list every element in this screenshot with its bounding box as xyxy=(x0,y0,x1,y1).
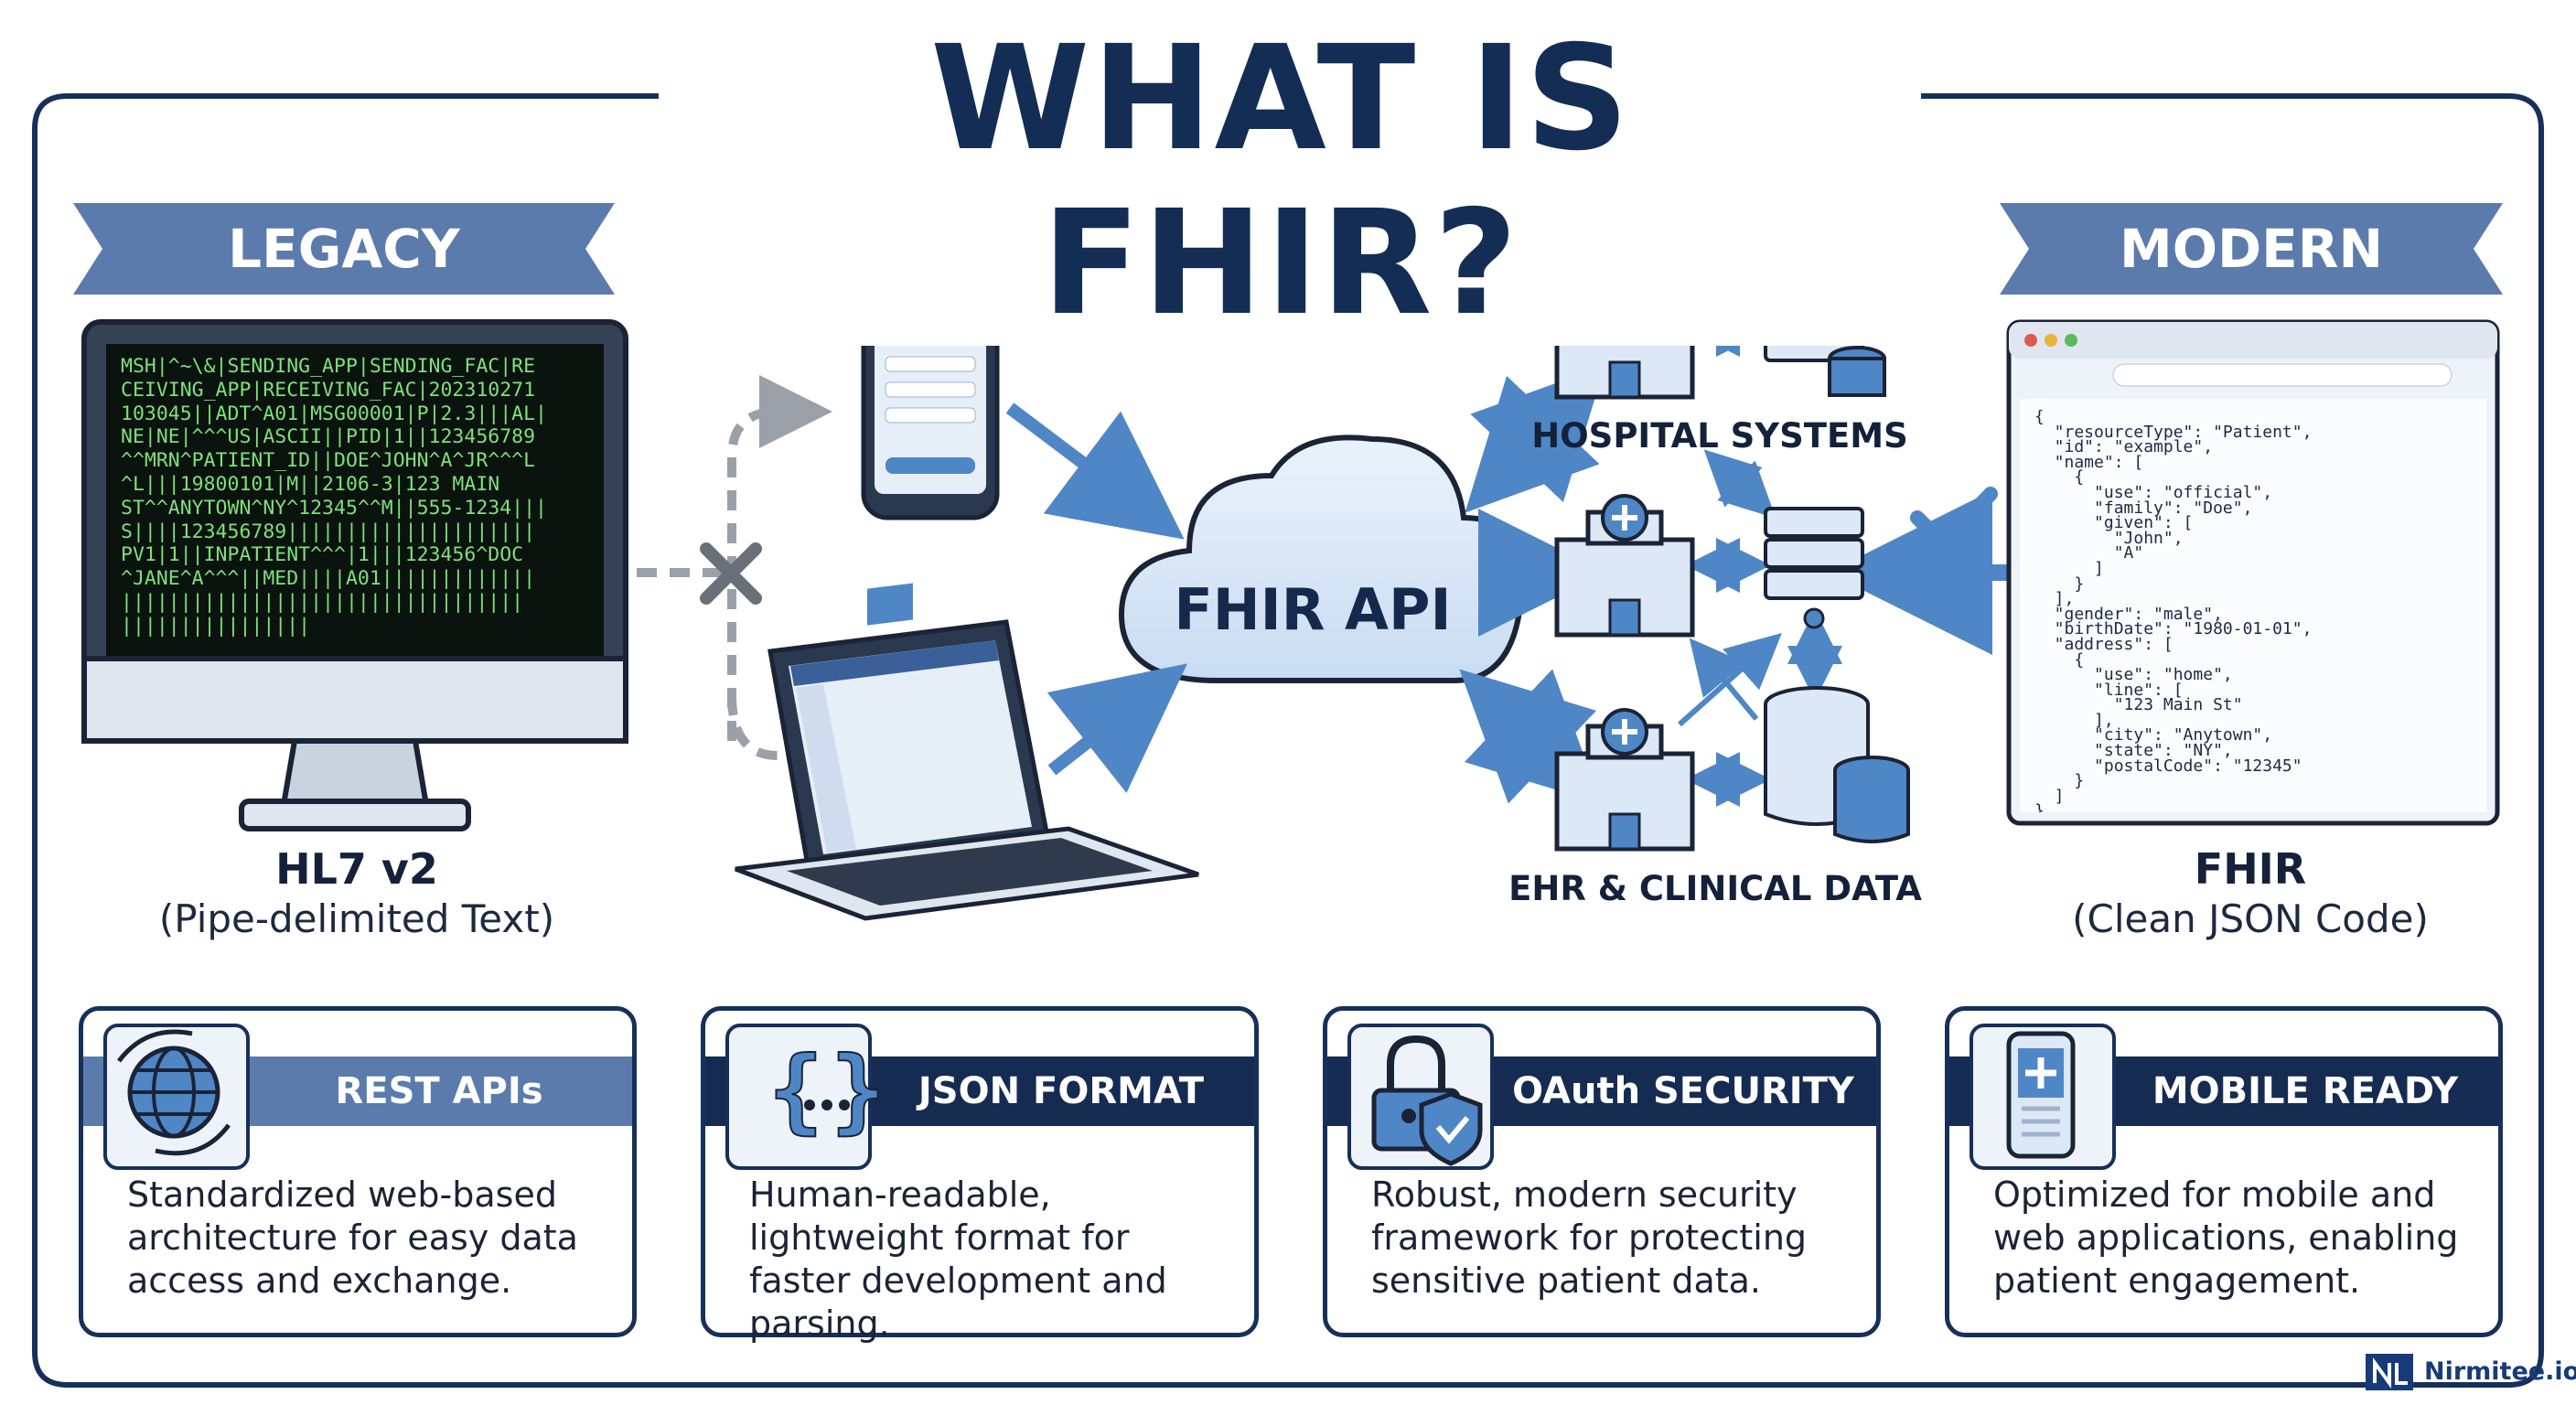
modern-ribbon-label: MODERN xyxy=(2120,218,2383,280)
feature-card-json: JSON FORMAT Human-readable, lightweight … xyxy=(701,1006,1259,1344)
card-description: Robust, modern security framework for pr… xyxy=(1371,1174,1808,1301)
legacy-caption-subtitle: (Pipe-delimited Text) xyxy=(158,896,555,941)
hospital-icon xyxy=(1554,708,1695,852)
cloud-label: FHIR API xyxy=(1174,576,1452,643)
card-description: Standardized web-based architecture for … xyxy=(127,1174,578,1301)
card-description: Human-readable, lightweight format for f… xyxy=(749,1174,1167,1344)
json-code-block: { "resourceType": "Patient", "id": "exam… xyxy=(2034,410,2313,812)
legacy-caption: HL7 v2 (Pipe-delimited Text) xyxy=(82,843,631,944)
legacy-ribbon xyxy=(73,203,615,295)
legacy-caption-title: HL7 v2 xyxy=(275,844,438,894)
card-icon-box xyxy=(103,1024,250,1170)
card-icon-box xyxy=(725,1024,872,1170)
feature-card-rest: REST APIs Standardized web-based archite… xyxy=(79,1006,637,1337)
card-icon-box xyxy=(1970,1024,2116,1170)
card-title: OAuth SECURITY xyxy=(1512,1070,1854,1112)
feature-card-oauth: OAuth SECURITY Robust, modern security f… xyxy=(1323,1006,1881,1337)
card-icon-box xyxy=(1347,1024,1494,1170)
card-title: JSON FORMAT xyxy=(918,1070,1205,1112)
page-title: WHAT IS FHIR? xyxy=(668,16,1894,346)
brand-logo-mark xyxy=(2366,1354,2413,1390)
modern-browser-window xyxy=(2006,319,2500,826)
fhir-api-cloud xyxy=(1118,434,1526,683)
modern-caption-title: FHIR xyxy=(2194,844,2307,894)
card-title: REST APIs xyxy=(335,1070,543,1112)
hospital-icon xyxy=(1554,494,1695,638)
hl7-code-block: MSH|^~\&|SENDING_APP|SENDING_FAC|RE CEIV… xyxy=(121,355,547,638)
card-description: Optimized for mobile and web application… xyxy=(1993,1174,2459,1301)
legacy-ribbon-label: LEGACY xyxy=(228,218,460,280)
legacy-monitor-illustration xyxy=(81,319,628,831)
card-title: MOBILE READY xyxy=(2152,1070,2459,1112)
server-stack-icon xyxy=(1764,507,1864,629)
hospital-systems-label: HOSPITAL SYSTEMS xyxy=(1531,416,1908,456)
modern-caption-subtitle: (Clean JSON Code) xyxy=(2072,896,2429,941)
outer-frame xyxy=(32,93,2544,1388)
blocked-legacy-connector xyxy=(637,375,832,760)
modern-caption: FHIR (Clean JSON Code) xyxy=(1967,843,2534,944)
modern-ribbon xyxy=(2000,203,2503,295)
brand-name[interactable]: Nirmitee.io xyxy=(2424,1357,2576,1386)
flow-arrows xyxy=(1005,302,2011,807)
feature-card-mobile: MOBILE READY Optimized for mobile and we… xyxy=(1945,1006,2503,1337)
check-icon xyxy=(1910,487,1998,551)
ehr-clinical-data-label: EHR & CLINICAL DATA xyxy=(1508,869,1922,908)
laptop-illustration xyxy=(735,583,1199,921)
database-icon xyxy=(1764,686,1910,843)
